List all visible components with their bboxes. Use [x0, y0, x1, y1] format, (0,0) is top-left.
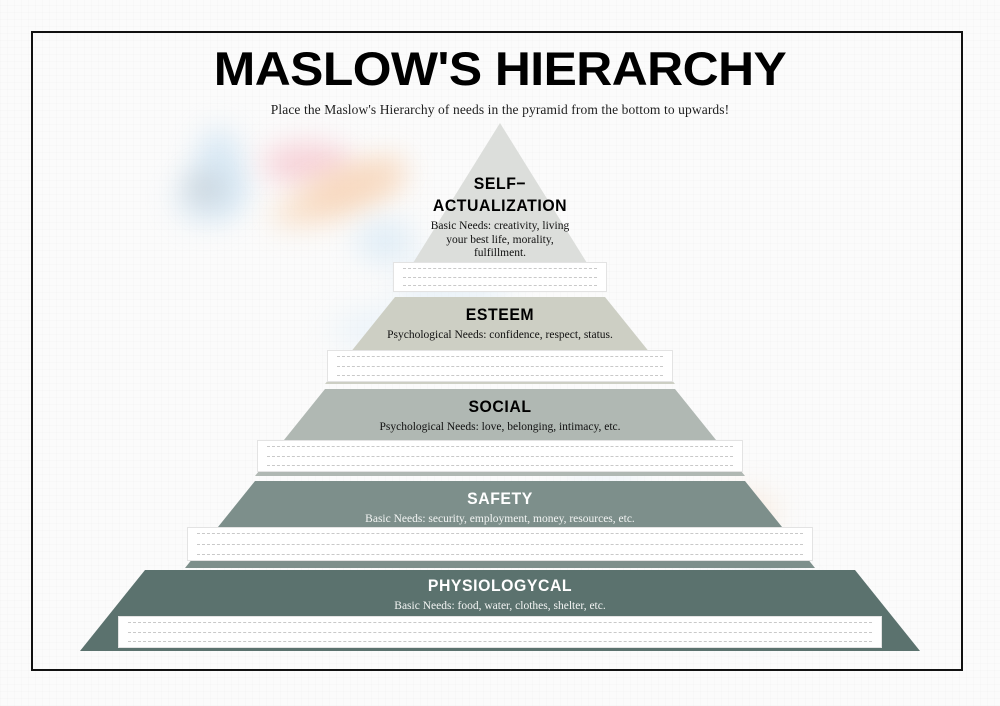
writing-line: [197, 554, 803, 555]
worksheet-header: MASLOW'S HIERARCHY Place the Maslow's Hi…: [40, 44, 960, 118]
tier-description-physiologycal: Basic Needs: food, water, clothes, shelt…: [394, 600, 606, 612]
writing-line: [267, 465, 733, 466]
tier-title-safety: SAFETY: [467, 489, 533, 508]
answer-box-esteem[interactable]: [327, 350, 673, 382]
writing-line: [197, 543, 803, 545]
page-title: MASLOW'S HIERARCHY: [213, 42, 787, 95]
writing-line: [337, 365, 663, 367]
pyramid-tier-self-actualization: SELF− ACTUALIZATION Basic Needs: creativ…: [395, 123, 605, 292]
answer-box-physiologycal[interactable]: [118, 616, 882, 648]
writing-line: [197, 533, 803, 534]
writing-line: [267, 446, 733, 447]
tier-description-esteem: Psychological Needs: confidence, respect…: [387, 329, 613, 341]
page-subtitle: Place the Maslow's Hierarchy of needs in…: [270, 102, 730, 118]
writing-line: [337, 375, 663, 376]
answer-box-safety[interactable]: [187, 527, 813, 561]
writing-line: [128, 622, 872, 623]
writing-line: [403, 268, 597, 269]
tier-title-social: SOCIAL: [468, 397, 532, 416]
writing-line: [403, 285, 597, 286]
tier-title-physiologycal: PHYSIOLOGYCAL: [427, 576, 573, 595]
tier-title-self-actualization: SELF−: [473, 174, 527, 193]
answer-box-social[interactable]: [257, 440, 743, 472]
answer-box-self-actualization[interactable]: [393, 262, 607, 292]
tier-description-safety: Basic Needs: security, employment, money…: [365, 513, 635, 525]
tier-description-social: Psychological Needs: love, belonging, in…: [379, 421, 621, 433]
tier-title-esteem: ESTEEM: [465, 305, 535, 324]
writing-line: [403, 276, 597, 278]
tier-description-self-actualization: Basic Needs: creativity, living your bes…: [430, 220, 570, 260]
writing-line: [337, 356, 663, 357]
writing-line: [267, 455, 733, 457]
writing-line: [128, 641, 872, 642]
writing-line: [128, 631, 872, 633]
tier-shape-self-actualization: [395, 123, 605, 292]
tier-title-self-actualization-line2: ACTUALIZATION: [432, 196, 568, 215]
